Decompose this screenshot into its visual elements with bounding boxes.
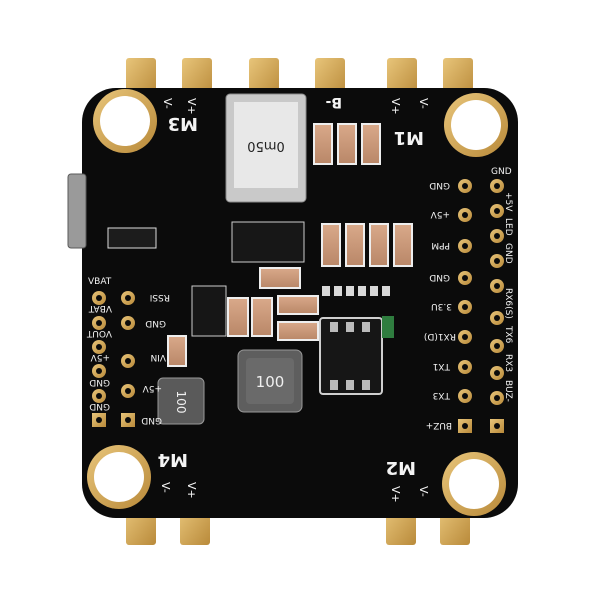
inner-label-3: +5V [142,383,162,393]
motor-label-m2: M2 [386,457,416,478]
right-inner-label-8: BUZ+ [426,420,452,430]
small-ic [107,227,157,249]
battery-mark: B- [325,94,342,110]
led [382,316,394,338]
regulator-ic [191,285,227,337]
left-label-2: VOUT [86,328,112,338]
jumper-pads [322,286,390,296]
mounting-holes [87,89,508,516]
motor-label-m4: M4 [158,449,188,470]
usb-connector [67,173,87,249]
right-inner-label-4: 3.3U [431,301,452,311]
inductor-large: 100 [237,349,303,413]
capacitors-top [167,123,413,367]
right-outer-label-1: +5V [503,192,513,212]
pad-neg-m3: V- [161,98,174,109]
right-outer-label-3: GND [503,243,513,264]
right-pads-holes [462,183,500,429]
inductor-small: 100 [157,377,205,425]
pad-neg-m2: V- [417,486,430,497]
right-outer-label-4: RX6(S) [503,288,513,319]
right-outer-label-7: BUZ- [503,380,513,402]
left-label-5: GND [89,401,110,411]
right-inner-label-1: +5V [430,209,450,219]
pad-neg-m4: V- [159,482,172,493]
gyro-ic [231,221,305,263]
inner-label-1: GND [145,318,166,328]
left-pads-holes [96,295,131,423]
inductor-small-label: 100 [174,391,188,414]
left-label-3: +5V [90,352,110,362]
right-inner-label-2: PPM [431,240,450,250]
pad-pos-m2: V+ [389,486,402,503]
right-inner-label-6: TX1 [433,361,451,371]
right-outer-label-5: TX6 [503,325,513,344]
right-inner-label-5: RX1(D) [424,331,456,341]
inner-label-2: VIN [150,352,166,362]
left-label-1: VBAT [88,303,112,313]
left-label-4: GND [89,377,110,387]
right-outer-label-6: RX3 [503,354,513,372]
right-inner-label-0: GND [429,180,450,190]
mcu-chip [319,317,383,395]
motor-label-m3: M3 [168,113,198,134]
pad-pos-m3: V+ [185,98,198,115]
right-outer-label-0: GND [491,167,512,177]
right-inner-label-7: TX3 [433,390,451,400]
shunt-label: 0m50 [247,138,284,153]
motor-label-m1: M1 [394,127,424,148]
inner-label-4: GND [141,415,162,425]
inner-label-0: RSSI [150,292,170,302]
pad-neg-m1: V- [417,98,430,109]
pad-pos-m1: V+ [389,98,402,115]
shunt-resistor: 0m50 [225,93,307,203]
left-label-0: VBAT [88,277,112,287]
pad-pos-m4: V+ [185,482,198,499]
inductor-large-label: 100 [256,373,285,391]
right-outer-label-2: LED [503,218,513,236]
right-inner-label-3: GND [429,272,450,282]
